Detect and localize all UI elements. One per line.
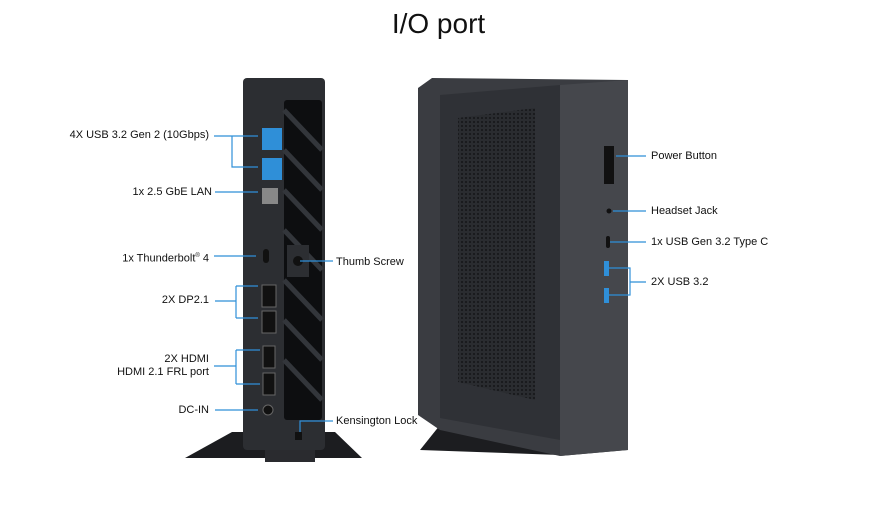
label-headset: Headset Jack xyxy=(651,205,718,217)
dp-port xyxy=(261,310,277,334)
hdmi-port xyxy=(262,372,276,396)
kensington-slot xyxy=(295,432,302,440)
usb-port xyxy=(262,128,282,150)
label-kensington: Kensington Lock xyxy=(336,415,418,427)
headset-jack xyxy=(606,208,612,214)
side-mesh-panel xyxy=(458,108,535,400)
usb-port xyxy=(262,158,282,180)
label-usb: 4X USB 3.2 Gen 2 (10Gbps) xyxy=(69,129,209,141)
label-hdmi-frl: HDMI 2.1 FRL port xyxy=(117,366,209,378)
hdmi-port xyxy=(262,345,276,369)
registered-mark: ® xyxy=(195,253,200,259)
usb-c-port xyxy=(606,236,610,248)
dp-port xyxy=(261,284,277,308)
label-thunderbolt-name: 1x Thunderbolt xyxy=(122,252,196,265)
leader-lines xyxy=(214,135,646,432)
front-view-device xyxy=(418,78,628,456)
label-thunderbolt: 1x Thunderbolt® 4 xyxy=(122,250,209,266)
lan-port xyxy=(262,188,278,204)
label-lan: 1x 2.5 GbE LAN xyxy=(132,186,213,198)
label-dc-in: DC-IN xyxy=(178,404,209,416)
label-thunderbolt-version: 4 xyxy=(199,252,209,265)
usb-port xyxy=(604,261,609,276)
thunderbolt-port xyxy=(263,249,269,263)
rear-view-device xyxy=(185,78,362,462)
power-button xyxy=(604,146,614,184)
thumb-screw-icon xyxy=(293,256,303,266)
label-usb-c: 1x USB Gen 3.2 Type C xyxy=(651,236,769,248)
usb-port xyxy=(604,288,609,303)
page-title: I/O port xyxy=(391,8,486,39)
label-power: Power Button xyxy=(651,150,718,162)
label-dp: 2X DP2.1 xyxy=(161,294,209,306)
label-front-usb: 2X USB 3.2 xyxy=(651,276,709,288)
label-hdmi: 2X HDMI xyxy=(164,353,209,365)
dc-in-port xyxy=(262,404,274,416)
label-thumb-screw: Thumb Screw xyxy=(336,256,404,268)
